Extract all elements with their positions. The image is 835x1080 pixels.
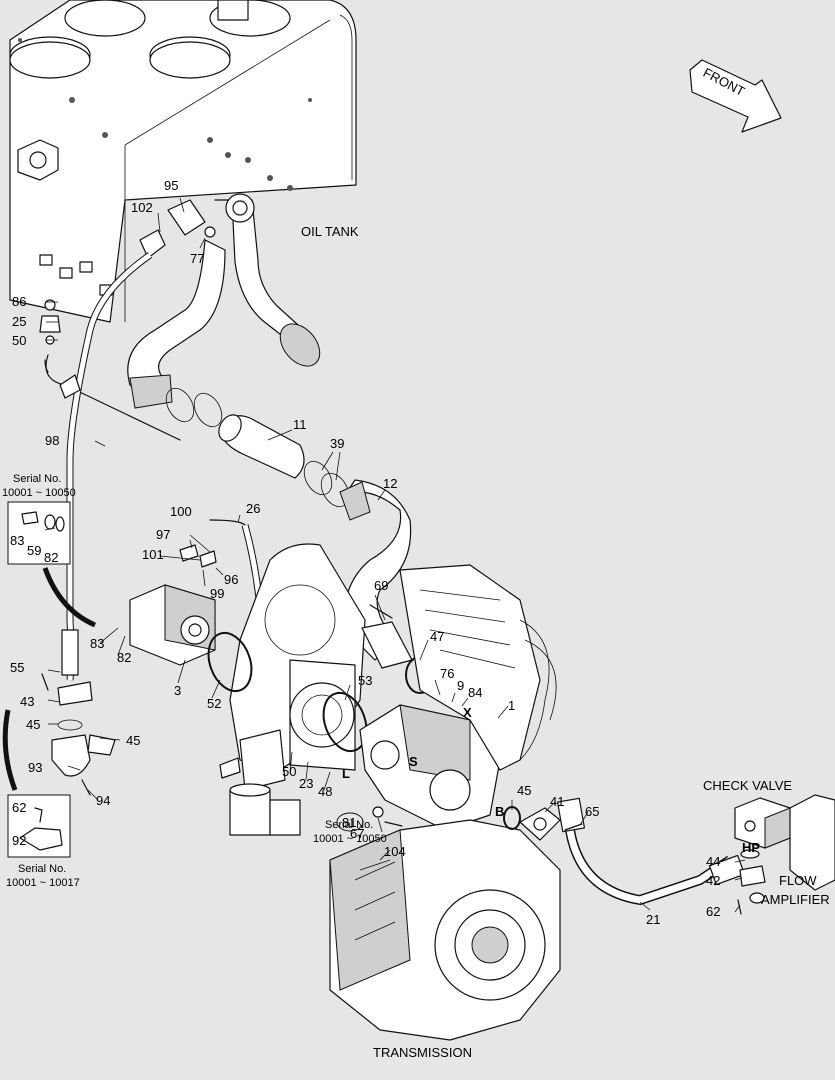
- callout-76: 76: [440, 666, 454, 681]
- callout-44: 44: [706, 854, 720, 869]
- callout-93: 93: [28, 760, 42, 775]
- leader-lines: [44, 197, 746, 913]
- callout-50a: 50: [12, 333, 26, 348]
- gear-pump-3: [129, 544, 217, 666]
- callout-67: 67: [350, 826, 364, 841]
- callout-45a: 45: [26, 717, 40, 732]
- part-callouts: 95 102 77 86 25 50 98 11 39 12 100 26 97…: [10, 178, 720, 927]
- transmission: [329, 819, 561, 1041]
- flow-amplifier-label-2: AMPLIFIER: [761, 892, 830, 907]
- transmission-label: TRANSMISSION: [373, 1045, 472, 1060]
- front-arrow: [689, 59, 782, 133]
- serial-note-a-title: Serial No.: [13, 473, 61, 485]
- callout-83a: 83: [10, 533, 24, 548]
- callout-83b: 83: [90, 636, 104, 651]
- callout-84: 84: [468, 685, 482, 700]
- callout-48: 48: [318, 784, 332, 799]
- callout-97: 97: [156, 527, 170, 542]
- callout-86: 86: [12, 294, 26, 309]
- callout-43: 43: [20, 694, 34, 709]
- oil-tank: [9, 0, 357, 323]
- left-flange-fittings: [41, 673, 116, 796]
- serial-note-a-range: 10001 ~ 10050: [2, 487, 76, 499]
- callout-102: 102: [131, 200, 153, 215]
- callout-100: 100: [170, 504, 192, 519]
- callout-45b: 45: [126, 733, 140, 748]
- callout-62b: 62: [706, 904, 720, 919]
- serial-note-c-range: 10001 ~ 10050: [313, 833, 387, 845]
- callout-98: 98: [45, 433, 59, 448]
- callout-3: 3: [174, 683, 181, 698]
- serial-note-b-title: Serial No.: [18, 863, 66, 875]
- callout-52: 52: [207, 696, 221, 711]
- control-valve: [399, 564, 557, 771]
- callout-12: 12: [383, 476, 397, 491]
- hose-98: [44, 252, 181, 681]
- callout-23: 23: [299, 776, 313, 791]
- oil-tank-label: OIL TANK: [301, 224, 359, 239]
- callout-69: 69: [374, 578, 388, 593]
- callout-62a: 62: [12, 800, 26, 815]
- hose-21: [556, 797, 746, 906]
- callout-50b: 50: [282, 764, 296, 779]
- callout-45c: 45: [517, 783, 531, 798]
- tank-fittings: [39, 193, 255, 345]
- callout-55: 55: [10, 660, 24, 675]
- callout-1: 1: [508, 698, 515, 713]
- serial-box-b: [2, 709, 71, 858]
- serial-box-a: [7, 501, 97, 628]
- main-pump: [207, 543, 522, 831]
- callout-104: 104: [384, 844, 406, 859]
- serial-note-b-range: 10001 ~ 10017: [6, 877, 80, 889]
- callout-41: 41: [550, 794, 564, 809]
- filter-assembly: [219, 729, 301, 836]
- callout-21: 21: [646, 912, 660, 927]
- check-valve: [734, 794, 835, 915]
- callout-99: 99: [210, 586, 224, 601]
- flow-amplifier-label-1: FLOW: [779, 873, 817, 888]
- callout-59: 59: [27, 543, 41, 558]
- port-x-label: X: [463, 705, 472, 720]
- callout-82a: 82: [44, 550, 58, 565]
- callout-42: 42: [706, 873, 720, 888]
- callout-39: 39: [330, 436, 344, 451]
- callout-94: 94: [96, 793, 110, 808]
- callout-82b: 82: [117, 650, 131, 665]
- check-valve-label: CHECK VALVE: [703, 778, 792, 793]
- callout-11: 11: [293, 417, 307, 432]
- flange-41: [372, 806, 583, 841]
- callout-95: 95: [164, 178, 178, 193]
- callout-77: 77: [190, 251, 204, 266]
- callout-26: 26: [246, 501, 260, 516]
- hp-port-label: HP: [742, 840, 760, 855]
- callout-92: 92: [12, 833, 26, 848]
- callout-53: 53: [358, 673, 372, 688]
- port-b-label: B: [495, 804, 504, 819]
- port-s-label: S: [409, 754, 418, 769]
- callout-81: 81: [342, 815, 356, 830]
- callout-47: 47: [430, 629, 444, 644]
- callout-101: 101: [142, 547, 164, 562]
- callout-96: 96: [224, 572, 238, 587]
- callout-65: 65: [585, 804, 599, 819]
- port-l-label: L: [342, 766, 350, 781]
- callout-25: 25: [12, 314, 26, 329]
- callout-9: 9: [457, 678, 464, 693]
